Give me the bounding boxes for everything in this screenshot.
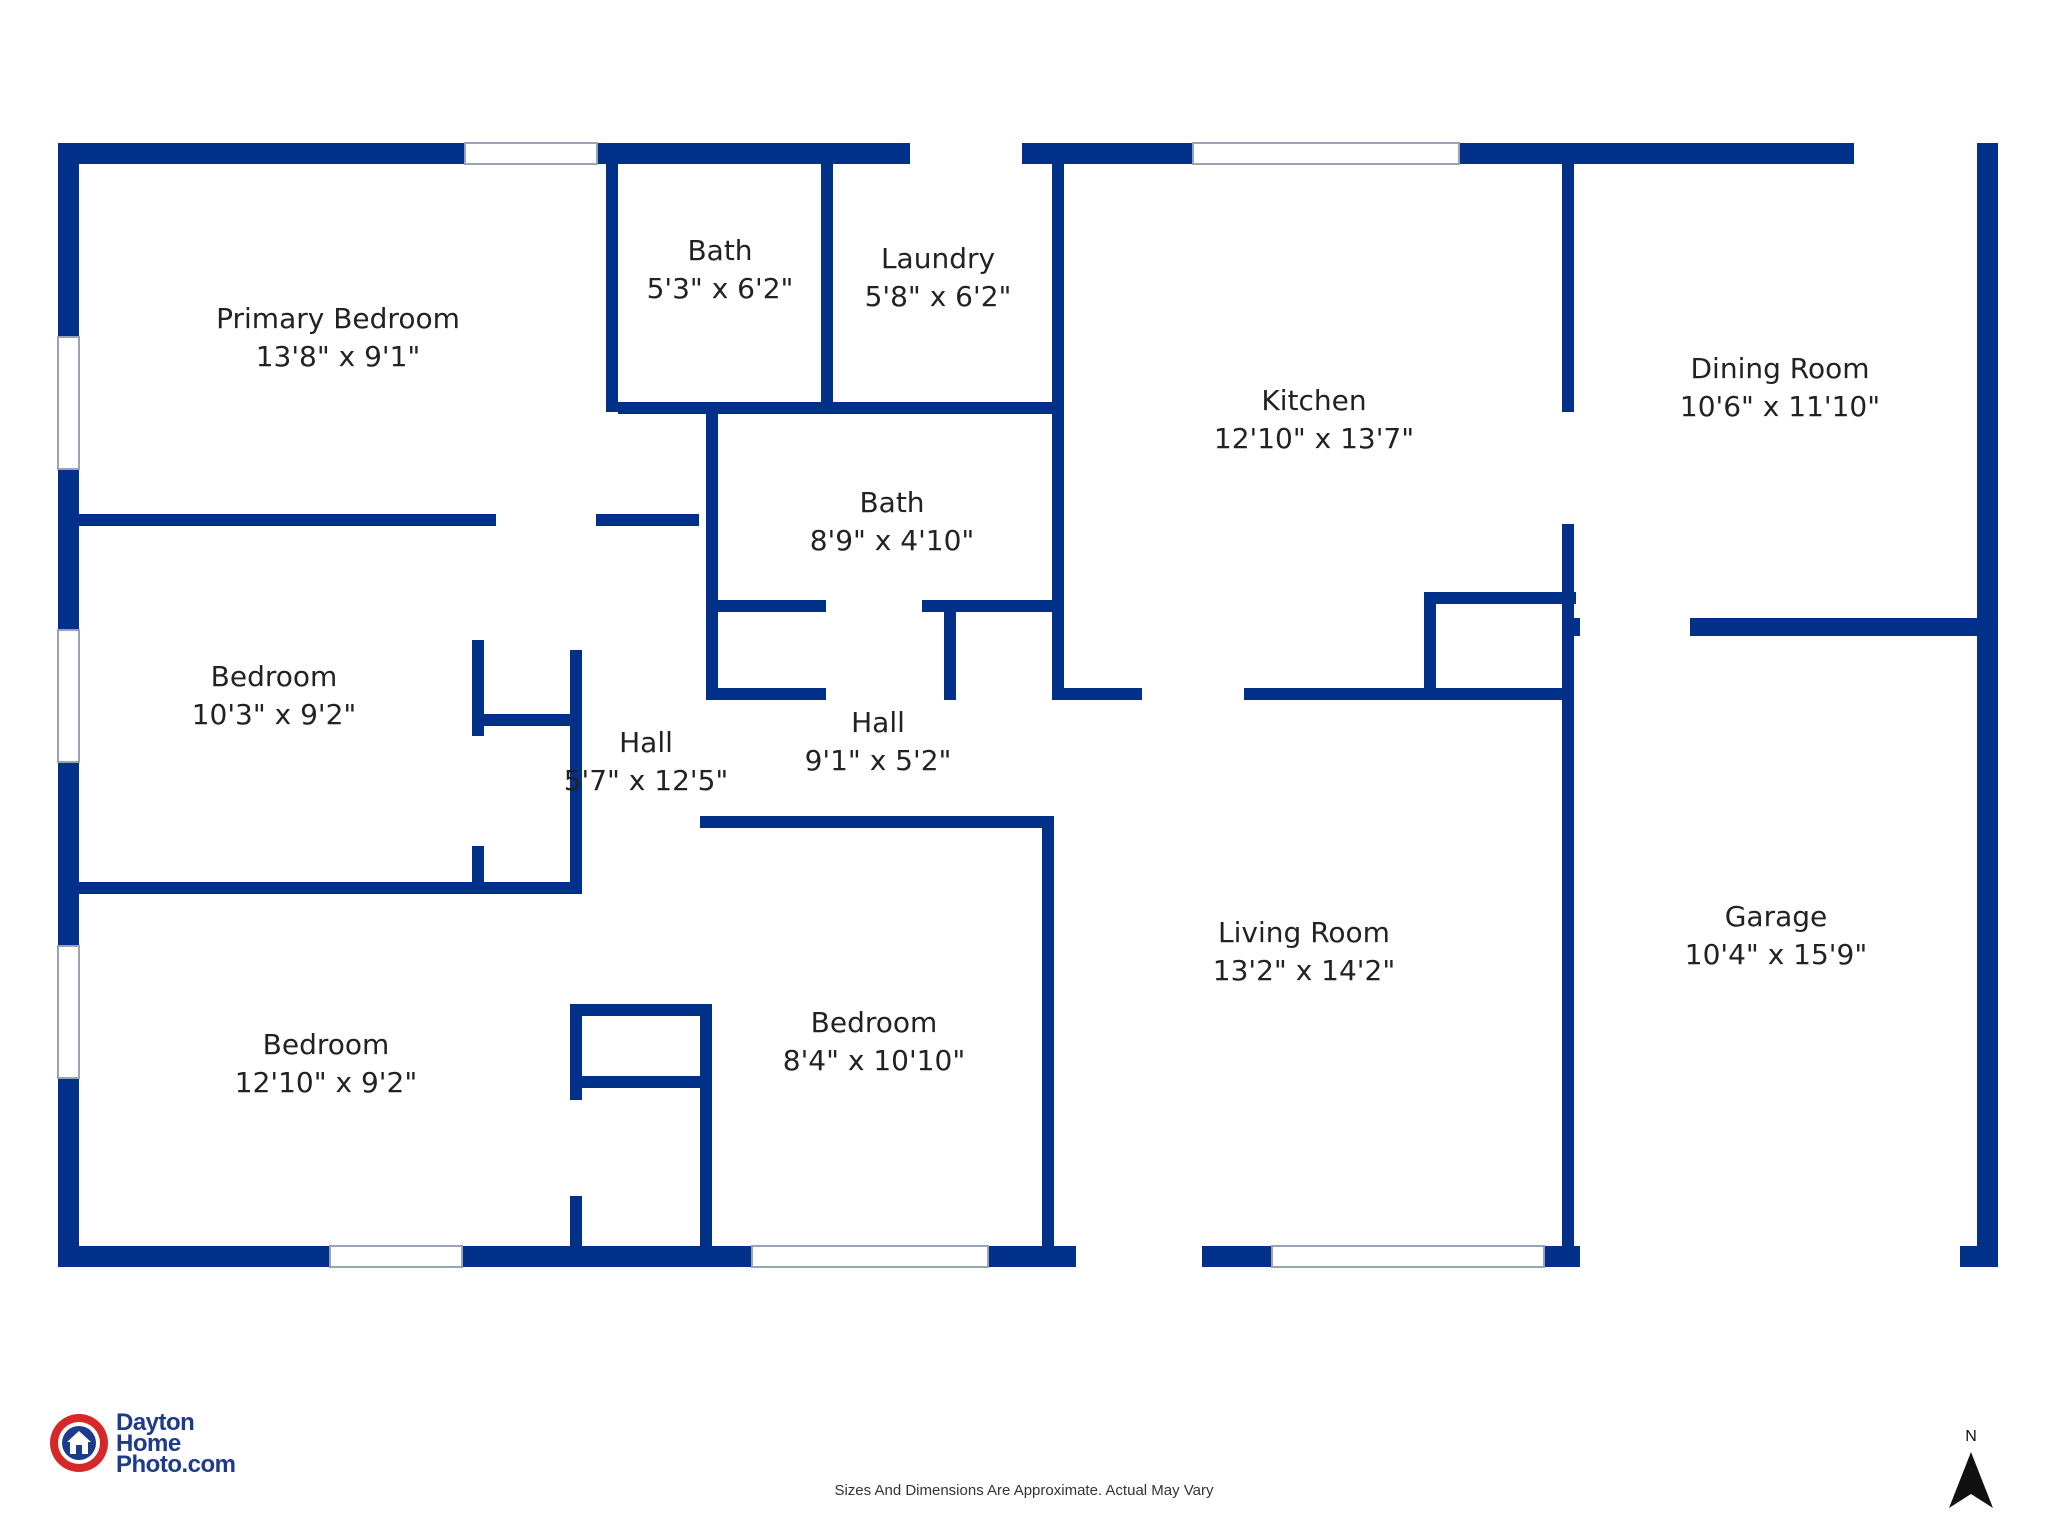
wall bbox=[700, 1004, 712, 1246]
north-label: N bbox=[1965, 1428, 1977, 1445]
wall bbox=[1042, 816, 1054, 1246]
room-size: 13'2" x 14'2" bbox=[1213, 954, 1395, 987]
room-size: 10'4" x 15'9" bbox=[1685, 938, 1867, 971]
wall bbox=[570, 1076, 702, 1088]
wall bbox=[58, 143, 1998, 164]
room-name: Bedroom bbox=[811, 1006, 938, 1039]
wall bbox=[1424, 592, 1436, 696]
door-opening bbox=[1054, 706, 1066, 816]
door-opening bbox=[1142, 688, 1244, 700]
room-name: Primary Bedroom bbox=[216, 302, 460, 335]
door-opening bbox=[700, 836, 712, 932]
door-opening bbox=[570, 894, 582, 1000]
room-name: Living Room bbox=[1218, 916, 1390, 949]
room-name: Bath bbox=[687, 234, 752, 267]
door-opening bbox=[1580, 618, 1690, 636]
room-size: 8'4" x 10'10" bbox=[783, 1044, 965, 1077]
door-opening bbox=[1854, 143, 1977, 164]
room-size: 12'10" x 9'2" bbox=[235, 1066, 417, 1099]
room-name: Laundry bbox=[881, 242, 995, 275]
door-opening bbox=[1562, 412, 1574, 524]
room-size: 8'9" x 4'10" bbox=[810, 524, 975, 557]
door-opening bbox=[496, 514, 596, 526]
camera-house-icon bbox=[50, 1414, 108, 1472]
wall bbox=[606, 402, 1064, 414]
room-name: Kitchen bbox=[1261, 384, 1366, 417]
wall bbox=[944, 612, 956, 700]
wall bbox=[1052, 164, 1064, 690]
window bbox=[57, 945, 80, 1079]
wall bbox=[1052, 600, 1064, 700]
north-arrow-icon bbox=[1949, 1452, 1993, 1508]
window bbox=[329, 1245, 463, 1268]
wall bbox=[472, 714, 582, 726]
brand-logo: Dayton Home Photo.com bbox=[48, 1408, 236, 1478]
room-name: Bath bbox=[859, 486, 924, 519]
room-size: 9'1" x 5'2" bbox=[805, 744, 952, 777]
windows bbox=[57, 142, 1545, 1268]
wall bbox=[79, 514, 699, 526]
window bbox=[1271, 1245, 1545, 1268]
door-opening bbox=[472, 736, 484, 846]
room-size: 5'7" x 12'5" bbox=[564, 764, 729, 797]
wall bbox=[1562, 164, 1574, 1246]
door-opening bbox=[606, 412, 618, 512]
room-name: Hall bbox=[851, 706, 905, 739]
window bbox=[57, 336, 80, 470]
room-name: Garage bbox=[1725, 900, 1828, 933]
logo-text: Dayton Home Photo.com bbox=[116, 1408, 236, 1478]
door-opening bbox=[570, 1100, 582, 1196]
wall bbox=[1977, 143, 1998, 1267]
wall bbox=[570, 1004, 702, 1016]
wall bbox=[706, 412, 718, 700]
room-size: 10'3" x 9'2" bbox=[192, 698, 357, 731]
window bbox=[464, 142, 598, 165]
door-opening bbox=[1076, 1246, 1202, 1267]
window bbox=[1192, 142, 1460, 165]
room-size: 13'8" x 9'1" bbox=[256, 340, 421, 373]
door-openings bbox=[472, 143, 1977, 1267]
window bbox=[751, 1245, 989, 1268]
room-size: 5'8" x 6'2" bbox=[865, 280, 1012, 313]
wall bbox=[79, 882, 582, 894]
door-opening bbox=[910, 143, 1022, 164]
room-name: Bedroom bbox=[211, 660, 338, 693]
wall bbox=[570, 650, 582, 888]
wall bbox=[821, 164, 833, 412]
logo-line: Dayton bbox=[116, 1408, 195, 1436]
wall bbox=[1424, 592, 1576, 604]
wall bbox=[706, 688, 826, 700]
room-name: Dining Room bbox=[1690, 352, 1869, 385]
room-name: Bedroom bbox=[263, 1028, 390, 1061]
wall bbox=[1064, 688, 1568, 700]
room-size: 12'10" x 13'7" bbox=[1214, 422, 1414, 455]
wall bbox=[700, 816, 1054, 828]
door-opening bbox=[1580, 1246, 1960, 1267]
logo-line: Home bbox=[116, 1429, 181, 1457]
disclaimer: Sizes And Dimensions Are Approximate. Ac… bbox=[834, 1482, 1214, 1499]
room-labels: Primary Bedroom 13'8" x 9'1" Bath 5'3" x… bbox=[192, 234, 1880, 1099]
logo-line: Photo.com bbox=[116, 1450, 236, 1478]
room-name: Hall bbox=[619, 726, 673, 759]
wall bbox=[606, 164, 618, 412]
door-opening bbox=[826, 600, 922, 612]
north-arrow: N bbox=[1944, 1428, 1998, 1510]
room-size: 10'6" x 11'10" bbox=[1680, 390, 1880, 423]
window bbox=[57, 629, 80, 763]
room-size: 5'3" x 6'2" bbox=[647, 272, 794, 305]
